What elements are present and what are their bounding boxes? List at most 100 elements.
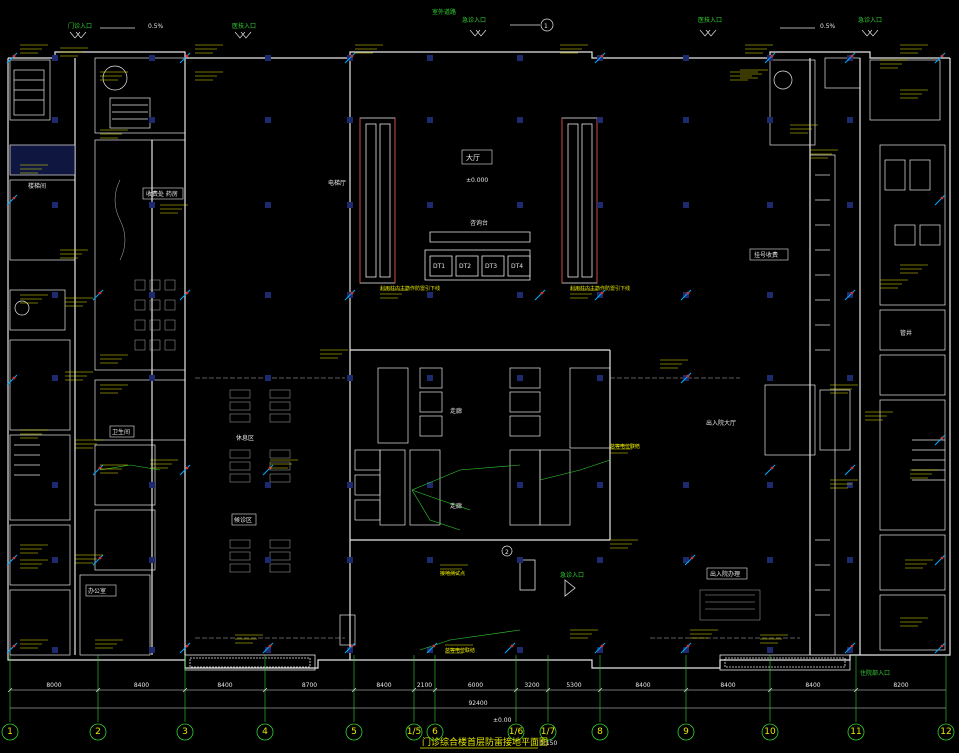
down-conductor <box>426 642 438 654</box>
annotation-callout <box>235 634 263 644</box>
axis-bubble-6: 1/5 <box>405 723 423 741</box>
waiting2-label: 休息区 <box>236 434 254 442</box>
down-conductor <box>262 464 274 476</box>
waiting-box: 候诊区 <box>231 513 257 526</box>
drawing-scale: 1:150 <box>540 740 557 747</box>
down-conductor <box>179 289 191 301</box>
annotation-callout <box>900 264 928 274</box>
down-conductor <box>6 374 18 386</box>
axis-bubble-11: 9 <box>677 723 695 741</box>
annotation-callout <box>900 617 928 627</box>
exit-hall-box: 出入院办理 <box>706 567 748 580</box>
dimension-tick <box>597 687 603 693</box>
svg-text:2: 2 <box>505 549 509 556</box>
annotation-callout <box>880 59 908 69</box>
annotation-callout <box>270 459 298 469</box>
grounding-lines <box>99 459 611 651</box>
down-conductor <box>179 464 191 476</box>
annotation-callout <box>730 71 758 81</box>
annotation-callout <box>100 384 128 394</box>
column <box>767 202 773 208</box>
test-point <box>600 644 604 648</box>
dimension-tick <box>95 687 101 693</box>
svg-text:卫生间: 卫生间 <box>112 428 130 436</box>
down-conductor <box>344 52 356 64</box>
entry-arrows <box>69 24 879 39</box>
column <box>847 557 853 563</box>
bond-note-2: 总等电位联结 <box>610 443 640 450</box>
test-point <box>686 644 690 648</box>
lobby-right-label: 出入院大厅 <box>706 419 736 427</box>
axis-bubble-4: 4 <box>256 723 274 741</box>
annotation-callout <box>20 639 48 649</box>
test-point <box>12 54 16 58</box>
hall-level: ±0.000 <box>466 177 488 184</box>
dimension-10: 8400 <box>635 682 650 689</box>
annotation-callout <box>790 124 818 134</box>
test-point <box>600 54 604 58</box>
dimension-11: 8400 <box>720 682 735 689</box>
down-conductor <box>844 642 856 654</box>
dimension-tick <box>182 687 188 693</box>
down-conductor <box>594 52 606 64</box>
annotation-callout <box>20 544 48 554</box>
annotation-callout <box>60 249 88 259</box>
hall-label-box: 大厅 <box>461 149 493 165</box>
column <box>265 117 271 123</box>
annotation-callout <box>195 44 223 54</box>
ref-mark-2: 2 <box>501 545 513 557</box>
test-point <box>600 291 604 295</box>
axis-bubble-8: 1/6 <box>507 723 525 741</box>
down-conductor <box>680 372 692 384</box>
test-point <box>850 54 854 58</box>
column <box>427 55 433 61</box>
test-point <box>686 291 690 295</box>
column <box>597 482 603 488</box>
test-point <box>850 644 854 648</box>
test-point <box>540 291 544 295</box>
column <box>517 375 523 381</box>
column <box>149 55 155 61</box>
axis-label-13: 11 <box>850 727 861 737</box>
down-conductor <box>6 554 18 566</box>
axis-bubble-3: 3 <box>176 723 194 741</box>
dimension-lines <box>10 689 946 709</box>
test-point <box>185 54 189 58</box>
column <box>347 117 353 123</box>
test-point-note: 接地测试点 <box>440 570 465 577</box>
annotation-callout <box>65 297 93 307</box>
road-label: 室外道路 <box>432 8 456 16</box>
top-entry-label-3: 急诊入口 <box>462 16 486 24</box>
dimension-tick <box>767 687 773 693</box>
test-point <box>12 556 16 560</box>
axis-bubble-14: 12 <box>937 723 955 741</box>
test-point <box>770 466 774 470</box>
axis-label-6: 1/5 <box>407 727 421 737</box>
column <box>427 202 433 208</box>
axis-label-10: 8 <box>597 727 603 737</box>
down-conductor <box>179 642 191 654</box>
lift-tag-4: DT4 <box>511 263 523 270</box>
column <box>347 482 353 488</box>
column <box>683 557 689 563</box>
annotation-callout <box>560 44 588 54</box>
axis-bubble-1: 1 <box>1 723 19 741</box>
top-entry-label-5: 急诊入口 <box>858 16 882 24</box>
test-point <box>98 556 102 560</box>
dimension-13: 8200 <box>893 682 908 689</box>
annotation-callout <box>690 629 718 639</box>
test-point <box>940 54 944 58</box>
test-point <box>940 644 944 648</box>
axis-label-12: 10 <box>764 727 776 737</box>
test-point <box>770 54 774 58</box>
annotation-callout <box>150 459 178 469</box>
side-entry-label: 急诊入口 <box>560 571 584 579</box>
top-entry-label-4: 医技入口 <box>698 16 722 24</box>
dimension-tick <box>513 687 519 693</box>
axis-bubble-12: 10 <box>761 723 779 741</box>
column <box>683 117 689 123</box>
down-conductor <box>594 642 606 654</box>
column <box>347 557 353 563</box>
annotation-callout <box>810 149 838 159</box>
